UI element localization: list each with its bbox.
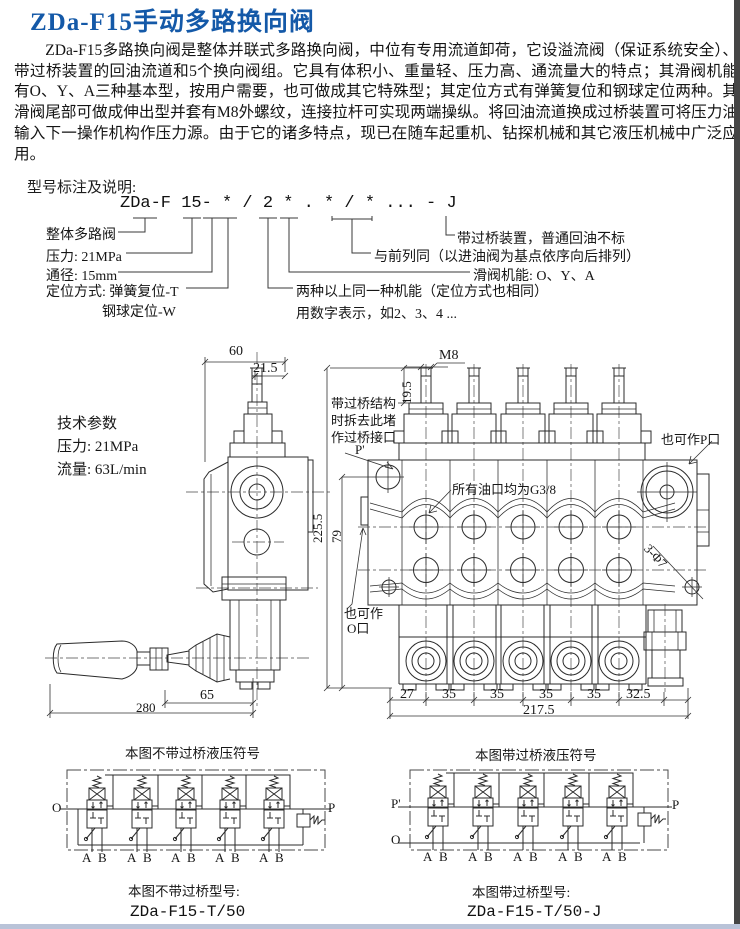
schem2-b1: B: [439, 849, 448, 864]
schem1-a4: A: [215, 850, 225, 865]
front-view-drawing: [323, 362, 713, 720]
note-oil-ports: 所有油口均为G3/8: [452, 482, 557, 497]
schem1-a5: A: [259, 850, 269, 865]
schem2-b4: B: [574, 849, 583, 864]
schematic1-model-number: ZDa-F15-T/50: [130, 903, 246, 921]
schem1-a1: A: [82, 850, 92, 865]
dim-27: 27: [400, 687, 414, 702]
schematic2-model-number: ZDa-F15-T/50-J: [467, 903, 602, 921]
designation-left-pressure: 压力: 21MPa: [46, 250, 122, 265]
designation-right-multi-same: 两种以上同一种机能（定位方式也相同）: [296, 285, 548, 300]
schem2-a1: A: [423, 849, 433, 864]
schem2-a2: A: [468, 849, 478, 864]
dim-19-5: 19.5: [399, 381, 414, 404]
dim-m8: M8: [439, 348, 459, 363]
schem1-b3: B: [187, 850, 196, 865]
label-p-prime-port: P': [355, 442, 365, 457]
dim-35-1: 35: [442, 687, 456, 702]
scan-edge-bottom: [0, 924, 740, 929]
dim-65: 65: [200, 688, 214, 703]
designation-left-bore: 通径: 15mm: [46, 269, 118, 284]
page-title: ZDa-F15手动多路换向阀: [30, 9, 315, 36]
note-also-p-port: 也可作P口: [661, 432, 721, 447]
designation-heading: 型号标注及说明:: [27, 180, 137, 196]
schem2-port-p: P: [672, 797, 680, 812]
schematic-with-bridge: [398, 769, 672, 851]
schem2-b3: B: [529, 849, 538, 864]
dim-225-5: 225.5: [310, 513, 325, 543]
schem1-a3: A: [171, 850, 181, 865]
designation-hooks: [118, 216, 470, 289]
schem1-b5: B: [275, 850, 284, 865]
dim-35-4: 35: [587, 687, 601, 702]
note-also-o-port-line1: 也可作: [344, 606, 384, 621]
dim-35-3: 35: [539, 687, 553, 702]
note-bridge-line1: 带过桥结构: [331, 396, 397, 411]
schem2-a5: A: [602, 849, 612, 864]
schem1-b4: B: [231, 850, 240, 865]
dim-60: 60: [229, 344, 243, 359]
designation-right-numbers: 用数字表示，如2、3、4 ...: [296, 307, 457, 322]
note-also-o-port-line2: O口: [347, 621, 370, 636]
schem2-port-o: O: [391, 832, 401, 847]
schematic1-model-label: 本图不带过桥型号:: [128, 884, 240, 899]
dim-280: 280: [136, 700, 156, 715]
dim-32-5: 32.5: [626, 687, 651, 702]
schem1-a2: A: [127, 850, 137, 865]
dim-35-2: 35: [490, 687, 504, 702]
dim-217-5: 217.5: [523, 703, 555, 718]
dim-79: 79: [329, 530, 344, 543]
schem2-a3: A: [513, 849, 523, 864]
schematic2-title: 本图带过桥液压符号: [475, 748, 597, 763]
tech-params-heading: 技术参数: [57, 416, 118, 432]
tech-params-pressure: 压力: 21MPa: [57, 439, 139, 455]
designation-right-spool-function: 滑阀机能: O、Y、A: [473, 269, 595, 284]
schem1-b2: B: [143, 850, 152, 865]
intro-paragraph: ZDa-F15多路换向阀是整体并联式多路换向阀，中位有专用流道卸荷，它设溢流阀（…: [14, 42, 738, 163]
model-code: ZDa-F 15- * / 2 * . * / * ... - J: [120, 194, 457, 213]
schem2-b5: B: [618, 849, 627, 864]
dim-21-5: 21.5: [253, 361, 278, 376]
schematic2-model-label: 本图带过桥型号:: [472, 885, 571, 900]
designation-left-ball-detent: 钢球定位-W: [102, 305, 176, 320]
schematic1-title: 本图不带过桥液压符号: [125, 746, 260, 761]
side-view-drawing: [45, 352, 332, 718]
schematic-without-bridge: [60, 769, 330, 853]
designation-right-bridge: 带过桥装置，普通回油不标: [457, 232, 625, 247]
schem2-a4: A: [558, 849, 568, 864]
designation-left-valve-type: 整体多路阀: [46, 228, 116, 243]
note-bridge-line2: 时拆去此堵: [331, 413, 397, 428]
designation-right-same-as-prev: 与前列同（以进油阀为基点依序向后排列）: [374, 250, 640, 265]
schem1-port-p: P: [328, 800, 336, 815]
schem1-b1: B: [98, 850, 107, 865]
schem1-port-o: O: [52, 800, 62, 815]
tech-params-flow: 流量: 63L/min: [57, 462, 147, 478]
designation-left-positioning: 定位方式: 弹簧复位-T: [46, 285, 179, 300]
schem2-b2: B: [484, 849, 493, 864]
schem2-port-p-prime: P': [391, 796, 401, 811]
scan-edge-right: [734, 0, 740, 925]
note-bridge-line3: 作过桥接口: [331, 430, 397, 445]
